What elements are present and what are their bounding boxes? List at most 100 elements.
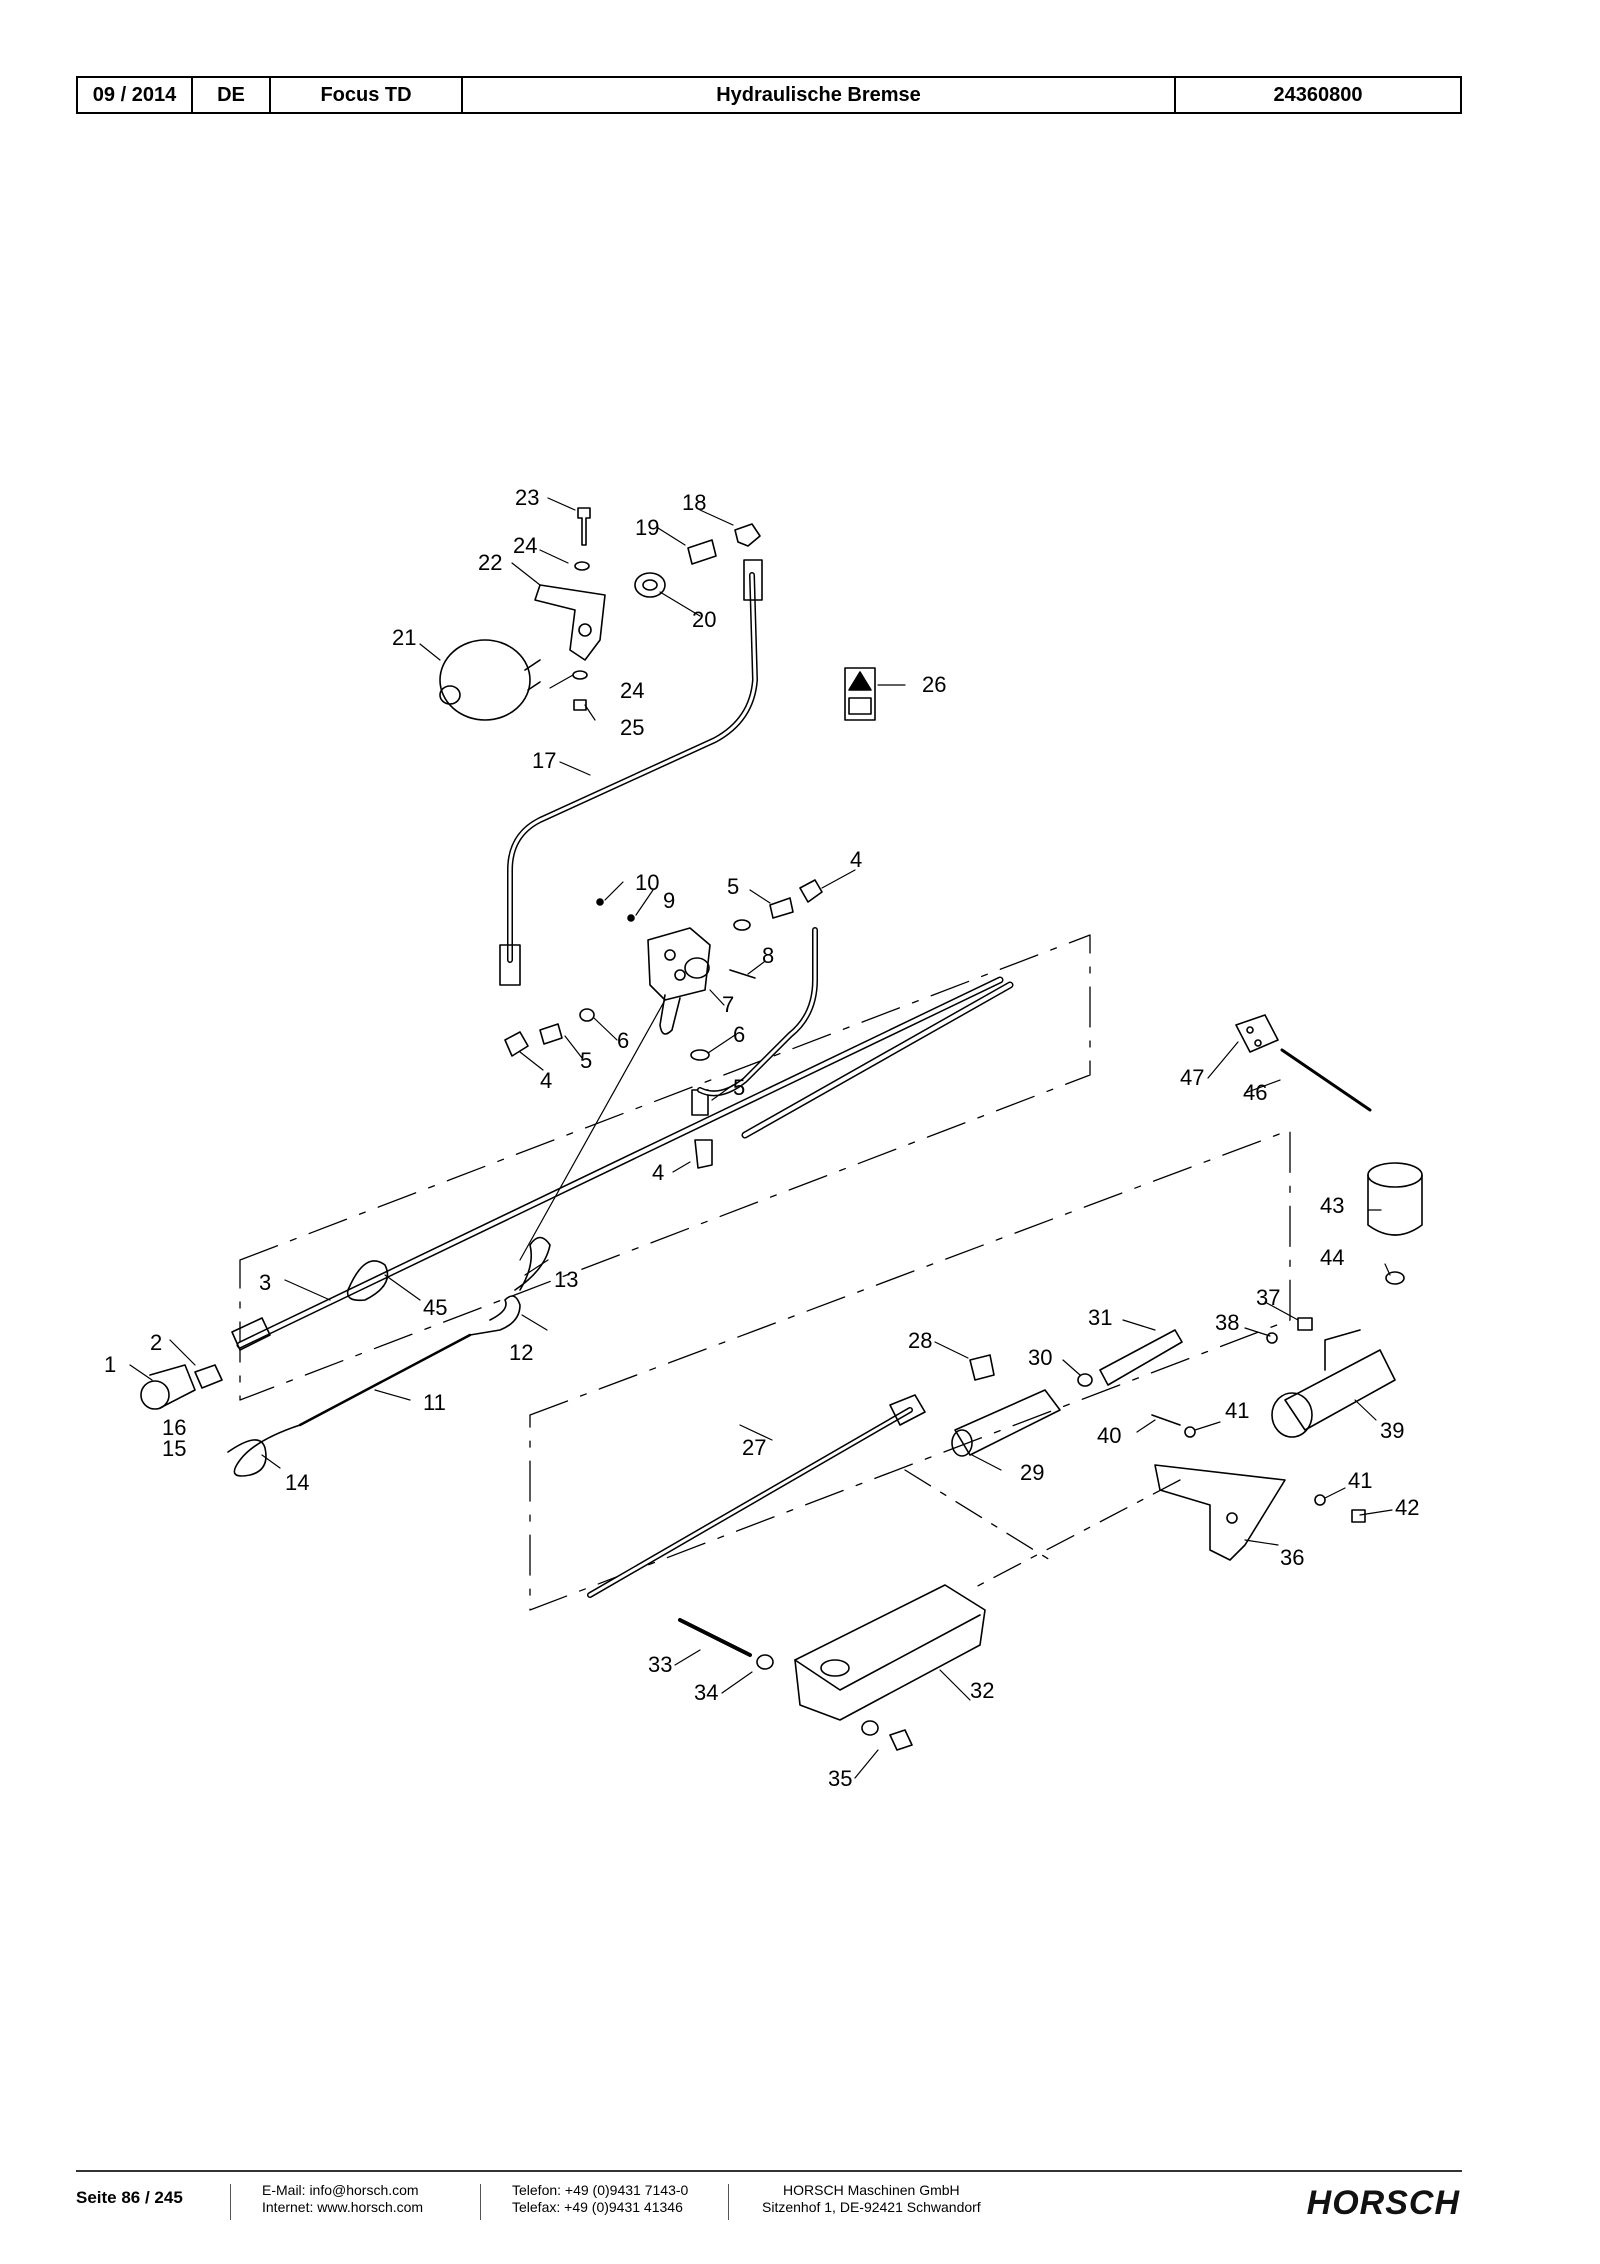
part-29-cylinder [954, 1389, 1061, 1456]
callout-47: 47 [1180, 1065, 1204, 1090]
callout-4: 4 [850, 847, 862, 872]
part-22-hole [578, 623, 592, 637]
callout-5: 5 [733, 1075, 745, 1100]
part-34-washer [756, 1654, 774, 1670]
part-7-valve-block [647, 927, 711, 1001]
part-47-block [1235, 1014, 1279, 1053]
part-6-seal-left [579, 1008, 595, 1022]
callout-42: 42 [1395, 1495, 1419, 1520]
part-24-washer-bottom [572, 670, 588, 680]
footer-contact-phone: Telefon: +49 (0)9431 7143-0 Telefax: +49… [512, 2182, 688, 2216]
part-6-seal-top [733, 919, 751, 931]
dashed-link-36-32 [969, 1479, 1181, 1591]
header-model: Focus TD [271, 78, 463, 112]
callout-41: 41 [1348, 1468, 1372, 1493]
callout-10: 10 [635, 870, 659, 895]
callout-37: 37 [1256, 1285, 1280, 1310]
callout-44: 44 [1320, 1245, 1344, 1270]
callout-19: 19 [635, 515, 659, 540]
callout-4: 4 [540, 1068, 552, 1093]
callout-45: 45 [423, 1295, 447, 1320]
part-7-lever [659, 994, 681, 1035]
part-31-rod [1099, 1329, 1183, 1386]
part-14-loop [227, 1424, 301, 1477]
part-22-bracket [534, 584, 606, 661]
footer-email: E-Mail: info@horsch.com [262, 2182, 419, 2198]
footer-separator [728, 2184, 729, 2220]
part-9-ball [627, 914, 635, 922]
callout-23: 23 [515, 485, 539, 510]
callout-labels: 23 24 22 21 24 25 18 19 20 26 17 4 5 10 … [104, 485, 1419, 1791]
part-38-washer [1266, 1332, 1278, 1344]
part-26-label-box [844, 667, 876, 721]
callout-35: 35 [828, 1766, 852, 1791]
part-21-accumulator [439, 639, 541, 721]
callout-3: 3 [259, 1270, 271, 1295]
callout-41: 41 [1225, 1398, 1249, 1423]
part-43-reservoir [1367, 1162, 1423, 1236]
footer-company-block: HORSCH Maschinen GmbH Sitzenhof 1, DE-92… [762, 2182, 981, 2216]
callout-26: 26 [922, 672, 946, 697]
callout-34: 34 [694, 1680, 718, 1705]
footer-phone: Telefon: +49 (0)9431 7143-0 [512, 2182, 689, 2198]
part-26-warning-triangle [848, 671, 872, 691]
callout-15: 15 [162, 1436, 186, 1461]
part-1-cap [140, 1364, 196, 1410]
part-10-ball [596, 898, 604, 906]
callout-24: 24 [620, 678, 644, 703]
part-20-ring [634, 572, 666, 598]
callout-13: 13 [554, 1267, 578, 1292]
footer-internet: Internet: www.horsch.com [262, 2199, 424, 2215]
part-25-nut [573, 699, 587, 711]
part-12-clip [469, 1295, 521, 1336]
callout-39: 39 [1380, 1418, 1404, 1443]
part-6-seal-mid [690, 1049, 710, 1061]
callout-18: 18 [682, 490, 706, 515]
part-36-bracket [1154, 1464, 1286, 1561]
footer-contact-web: E-Mail: info@horsch.com Internet: www.ho… [262, 2182, 423, 2216]
part-2-nipple [194, 1364, 223, 1389]
header-doc-number: 24360800 [1273, 83, 1363, 106]
part-30-seal [1077, 1373, 1093, 1387]
part-39-master-cylinder [1284, 1349, 1396, 1431]
footer: Seite 86 / 245 E-Mail: info@horsch.com I… [76, 2182, 1462, 2242]
footer-company: HORSCH Maschinen GmbH [783, 2182, 960, 2198]
part-5-adapter-left [539, 1023, 563, 1045]
part-37-bolt [1297, 1317, 1313, 1331]
callout-25: 25 [620, 715, 644, 740]
dashed-frame-lower [529, 1129, 1291, 1611]
callout-6: 6 [733, 1022, 745, 1047]
horsch-logo: HORSCH [1306, 2184, 1460, 2222]
dashed-frame-upper [239, 934, 1091, 1401]
callout-24: 24 [513, 533, 537, 558]
part-32-housing [794, 1584, 986, 1721]
part-19-adapter [687, 539, 717, 565]
callout-36: 36 [1280, 1545, 1304, 1570]
part-33-bolt [678, 1618, 752, 1657]
header-date: 09 / 2014 [78, 78, 193, 112]
footer-separator [230, 2184, 231, 2220]
part-4-elbow-left [504, 1031, 529, 1057]
part-18-elbow [734, 523, 761, 547]
leader-lines [129, 497, 1393, 1779]
callout-33: 33 [648, 1652, 672, 1677]
header-language: DE [193, 78, 271, 112]
part-13-spring [514, 1236, 551, 1291]
part-11-cable [298, 1333, 472, 1427]
callout-7: 7 [722, 992, 734, 1017]
part-45-ring [346, 1260, 389, 1302]
page-number: Seite 86 / 245 [76, 2188, 183, 2207]
part-27-fitting [889, 1394, 926, 1426]
callout-8: 8 [762, 943, 774, 968]
callout-20: 20 [692, 607, 716, 632]
part-28-fitting [969, 1354, 995, 1381]
callout-5: 5 [580, 1048, 592, 1073]
callout-1: 1 [104, 1352, 116, 1377]
footer-fax: Telefax: +49 (0)9431 41346 [512, 2199, 683, 2215]
part-46-rod [1280, 1048, 1372, 1112]
callout-17: 17 [532, 748, 556, 773]
footer-address: Sitzenhof 1, DE-92421 Schwandorf [762, 2199, 981, 2215]
callout-38: 38 [1215, 1310, 1239, 1335]
footer-rule [76, 2170, 1462, 2172]
